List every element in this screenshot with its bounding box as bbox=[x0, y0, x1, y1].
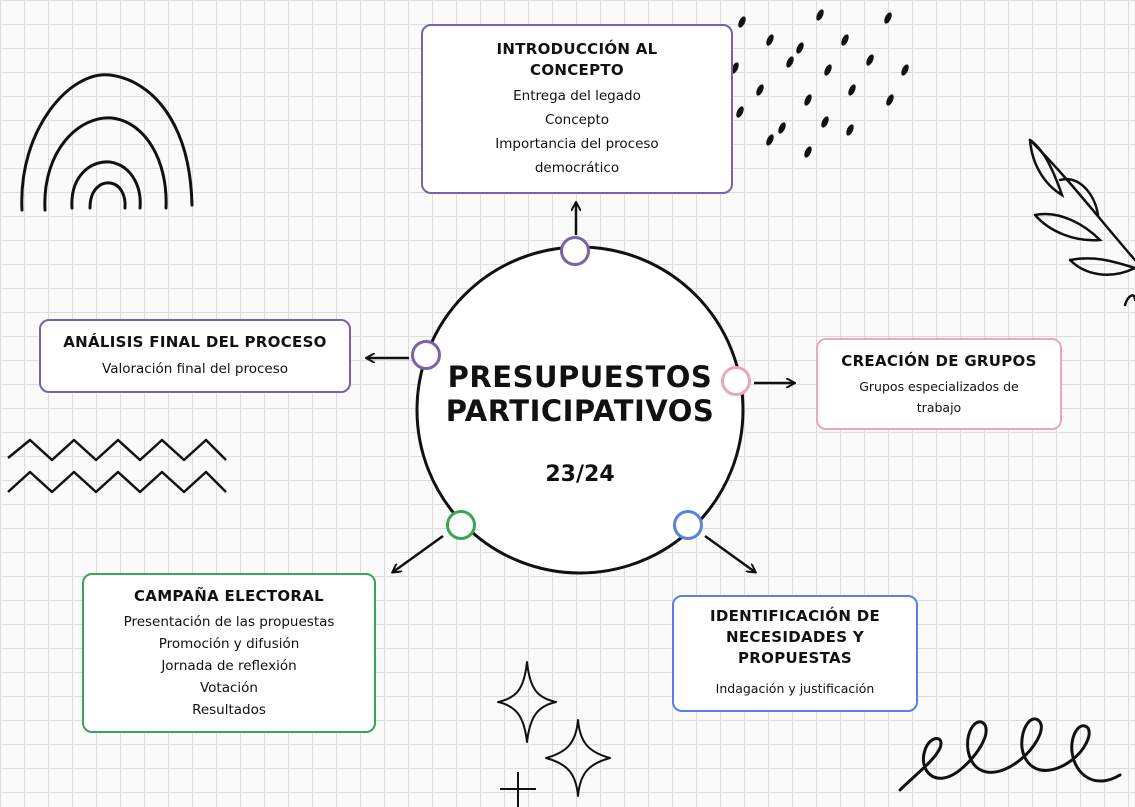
node-identificacion: IDENTIFICACIÓN DE NECESIDADES Y PROPUEST… bbox=[672, 595, 918, 712]
ring-creacion bbox=[721, 366, 751, 396]
node-introduccion-item: Entrega del legado bbox=[513, 87, 641, 104]
connector-arrows bbox=[367, 203, 794, 572]
center-year: 23/24 bbox=[545, 462, 615, 487]
node-campana: CAMPAÑA ELECTORAL Presentación de las pr… bbox=[82, 573, 376, 733]
arrow-to-identificacion bbox=[704, 534, 755, 572]
ring-introduccion bbox=[560, 236, 590, 266]
node-campana-title: CAMPAÑA ELECTORAL bbox=[133, 586, 324, 605]
center-title-line1: PRESUPUESTOS bbox=[447, 360, 713, 394]
node-creacion-item: Grupos especializados de bbox=[859, 378, 1019, 394]
node-introduccion-item: democrático bbox=[534, 159, 620, 176]
dots-doodle bbox=[731, 9, 909, 158]
node-analisis: ANÁLISIS FINAL DEL PROCESO Valoración fi… bbox=[39, 319, 351, 393]
node-campana-item: Resultados bbox=[192, 701, 266, 718]
ring-analisis bbox=[411, 340, 441, 370]
node-introduccion: INTRODUCCIÓN AL CONCEPTO Entrega del leg… bbox=[421, 24, 733, 194]
node-creacion-title: CREACIÓN DE GRUPOS bbox=[841, 351, 1037, 370]
node-introduccion-item: Concepto bbox=[544, 111, 610, 128]
ring-identificacion bbox=[673, 510, 703, 540]
node-creacion-item: trabajo bbox=[916, 399, 962, 415]
node-campana-item: Votación bbox=[199, 679, 258, 696]
node-analisis-item: Valoración final del proceso bbox=[102, 360, 288, 377]
rainbow-doodle bbox=[20, 73, 194, 212]
node-campana-item: Jornada de reflexión bbox=[161, 657, 297, 674]
node-identificacion-title: IDENTIFICACIÓN DE NECESIDADES Y PROPUEST… bbox=[709, 607, 880, 667]
ring-campana bbox=[446, 510, 476, 540]
zigzag-doodle bbox=[7, 438, 227, 494]
node-introduccion-item: Importancia del proceso bbox=[495, 135, 659, 152]
sparkles-doodle bbox=[497, 661, 611, 807]
leaf-branch-doodle bbox=[1028, 138, 1135, 307]
node-creacion: CREACIÓN DE GRUPOS Grupos especializados… bbox=[816, 338, 1062, 430]
node-identificacion-item: Indagación y justificación bbox=[715, 681, 875, 696]
center-title-line2: PARTICIPATIVOS bbox=[445, 394, 715, 428]
loops-doodle bbox=[898, 717, 1122, 792]
node-introduccion-title: INTRODUCCIÓN AL CONCEPTO bbox=[496, 39, 658, 79]
center-title: PRESUPUESTOS PARTICIPATIVOS bbox=[430, 360, 730, 428]
node-analisis-title: ANÁLISIS FINAL DEL PROCESO bbox=[63, 332, 327, 351]
node-campana-item: Presentación de las propuestas bbox=[123, 613, 335, 630]
node-campana-item: Promoción y difusión bbox=[158, 635, 300, 652]
arrow-to-campana bbox=[393, 534, 444, 572]
